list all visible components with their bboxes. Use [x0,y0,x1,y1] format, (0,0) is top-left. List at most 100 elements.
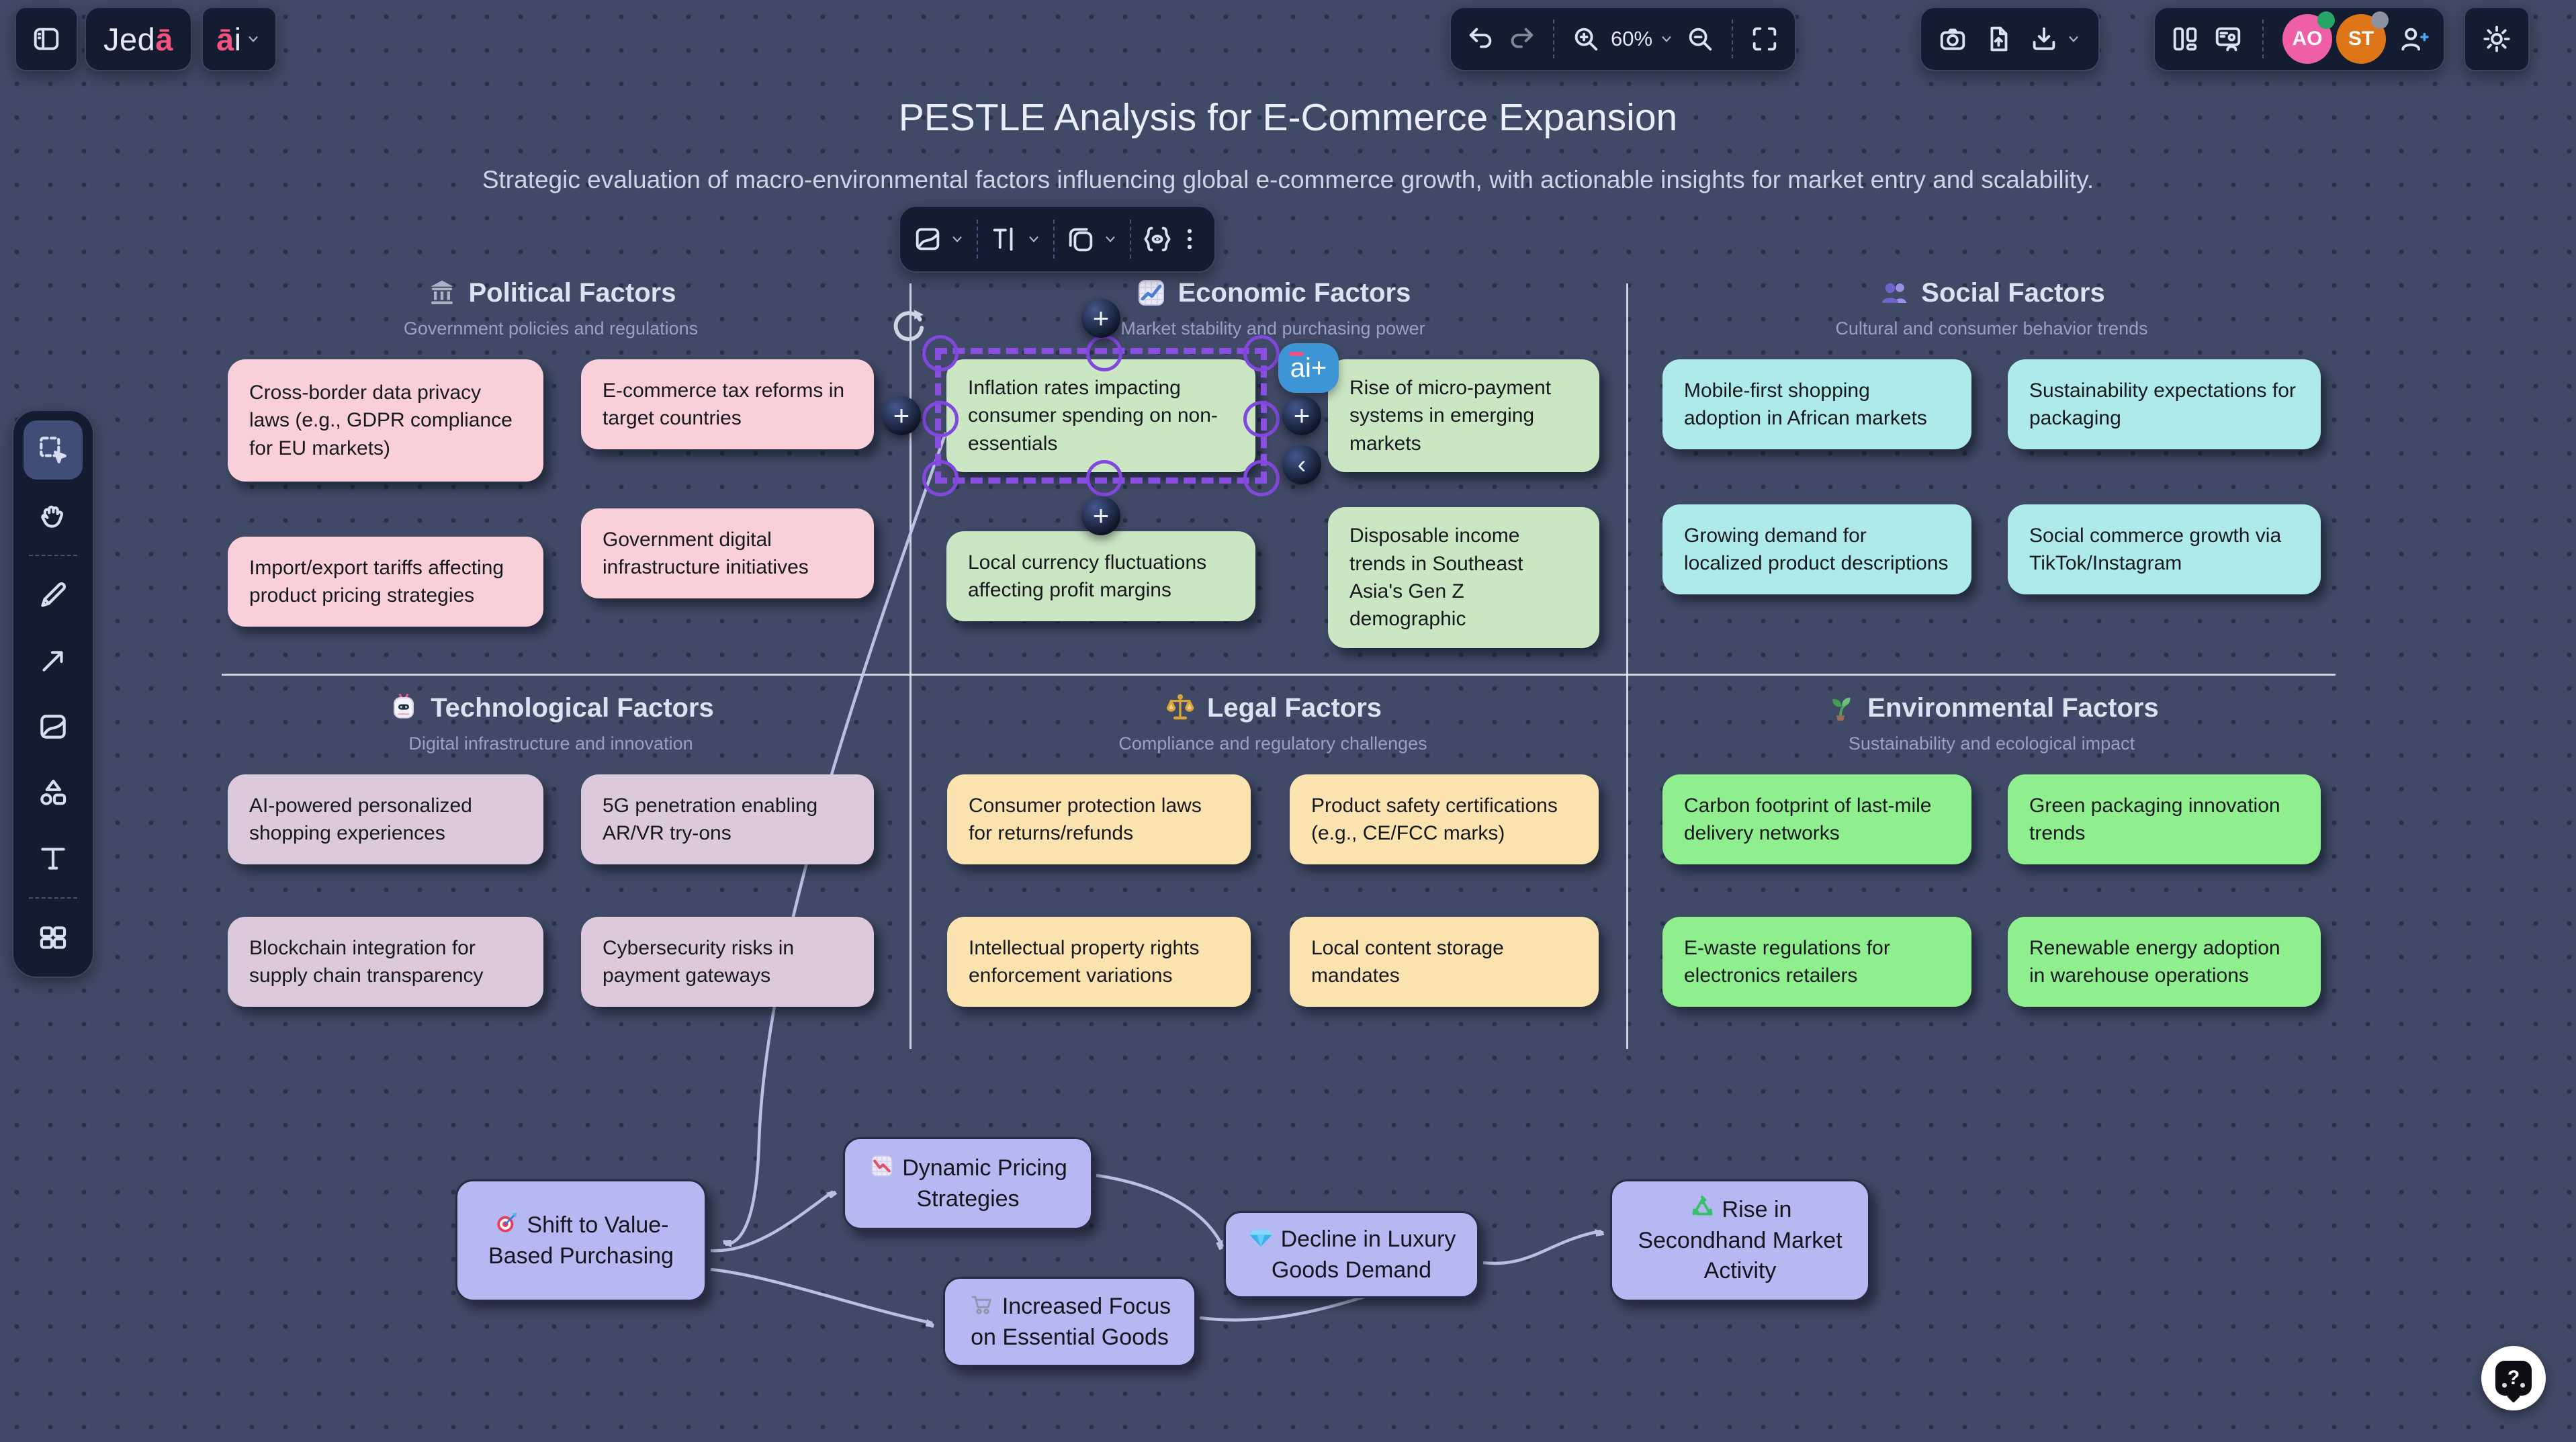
section-technological: Technological Factors Digital infrastruc… [202,692,900,1007]
section-title: Legal Factors [1206,692,1382,723]
ai-menu-button[interactable]: āi [202,7,277,71]
download-dropdown[interactable] [2029,24,2082,54]
sidebar-divider [29,555,77,556]
flow-node-luxury-decline[interactable]: Decline in Luxury Goods Demand [1224,1211,1479,1298]
undo-icon[interactable] [1466,24,1497,54]
flow-node-secondhand-rise[interactable]: Rise in Secondhand Market Activity [1610,1179,1870,1302]
boards-icon[interactable] [2170,24,2201,54]
flow-node-label: Decline in Luxury Goods Demand [1243,1224,1460,1286]
text-tool[interactable] [24,829,83,888]
more-options-icon[interactable] [1177,226,1202,252]
add-node-button[interactable]: + [1081,496,1120,536]
chevron-down-icon [1025,230,1042,248]
fit-screen-icon[interactable] [1749,24,1780,54]
add-node-button[interactable]: + [1282,396,1321,436]
sidebar-divider [29,897,77,899]
section-title: Political Factors [468,277,676,308]
target-icon [493,1210,520,1236]
present-icon[interactable] [2213,24,2244,54]
avatar[interactable]: AO [2282,11,2335,64]
sticky-note[interactable]: Local currency fluctuations affecting pr… [946,531,1255,622]
apps-tool[interactable] [24,908,83,967]
sticky-note-selected[interactable]: Inflation rates impacting consumer spend… [946,359,1255,473]
arrow-tool[interactable] [24,631,83,690]
sticky-note[interactable]: AI-powered personalized shopping experie… [228,774,543,864]
share-file-icon[interactable] [1983,24,2014,54]
section-social: Social Factors Cultural and consumer beh… [1649,277,2334,594]
section-subtitle: Compliance and regulatory challenges [1118,733,1427,754]
pen-tool[interactable] [24,566,83,625]
gem-icon [1247,1224,1274,1251]
code-eye-icon[interactable] [1142,224,1173,255]
avatar-initials: ST [2348,28,2374,50]
sticky-note[interactable]: Mobile-first shopping adoption in Africa… [1662,359,1971,449]
sticky-note[interactable]: Blockchain integration for supply chain … [228,917,543,1007]
media-tool-dropdown[interactable] [912,224,966,255]
section-environmental: Environmental Factors Sustainability and… [1649,692,2334,1007]
bank-icon [426,277,458,309]
shapes-tool-dropdown[interactable] [1065,224,1119,255]
sticky-note[interactable]: Social commerce growth via TikTok/Instag… [2008,504,2321,594]
status-badge [2371,11,2389,29]
export-toolbar [1920,7,2100,71]
sticky-note[interactable]: E-waste regulations for electronics reta… [1662,917,1971,1007]
tool-sidebar [12,410,94,978]
sticky-note[interactable]: Green packaging innovation trends [2008,774,2321,864]
zoom-level-dropdown[interactable]: 60% [1611,27,1675,51]
sticky-note[interactable]: Government digital infrastructure initia… [581,508,874,598]
text-tool-dropdown[interactable] [989,224,1042,255]
floating-toolbar [899,206,1216,273]
sticky-note[interactable]: Sustainability expectations for packagin… [2008,359,2321,449]
add-node-button[interactable]: + [1081,299,1120,338]
sticky-note[interactable]: Cybersecurity risks in payment gateways [581,917,874,1007]
sticky-note[interactable]: Product safety certifications (e.g., CE/… [1290,774,1599,864]
ai-plus-badge[interactable]: ai+ [1278,343,1339,393]
apps-icon [36,921,70,954]
flow-node-essential-goods[interactable]: Increased Focus on Essential Goods [943,1277,1196,1367]
flow-node-dynamic-pricing[interactable]: Dynamic Pricing Strategies [843,1137,1093,1230]
add-node-button[interactable]: + [882,396,921,436]
sticky-note[interactable]: Renewable energy adoption in warehouse o… [2008,917,2321,1007]
chevron-down-icon [1658,30,1675,48]
toolbar-divider [1053,220,1055,259]
section-economic: Economic Factors Market stability and pu… [882,277,1605,648]
flow-node-shift[interactable]: Shift to Value-Based Purchasing [455,1179,707,1302]
shape-tool[interactable] [24,763,83,822]
toolbar-divider [1732,19,1734,58]
sticky-note[interactable]: Intellectual property rights enforcement… [947,917,1251,1007]
camera-icon[interactable] [1937,24,1968,54]
help-button[interactable]: ? [2481,1346,2546,1410]
sticky-note[interactable]: Rise of micro-payment systems in emergin… [1328,359,1599,473]
hand-icon [36,499,70,533]
zoom-out-icon[interactable] [1685,24,1716,54]
redo-icon[interactable] [1506,24,1537,54]
sticky-note[interactable]: 5G penetration enabling AR/VR try-ons [581,774,874,864]
zoom-in-icon[interactable] [1570,24,1601,54]
add-person-icon[interactable] [2398,24,2429,54]
sticky-note-tool[interactable] [24,697,83,756]
sticky-note[interactable]: Import/export tariffs affecting product … [228,537,543,627]
note-icon [36,710,70,743]
pan-tool[interactable] [24,486,83,545]
sticky-note[interactable]: Growing demand for localized product des… [1662,504,1971,594]
grid-divider-vertical [909,283,912,1049]
seedling-icon [1824,692,1857,724]
settings-button[interactable] [2464,7,2530,71]
select-tool[interactable] [24,420,83,480]
sticky-note[interactable]: Disposable income trends in Southeast As… [1328,507,1599,648]
sticky-note[interactable]: Local content storage mandates [1290,917,1599,1007]
sidebar-toggle-button[interactable] [15,7,78,71]
sticky-note[interactable]: E-commerce tax reforms in target countri… [581,359,874,449]
sticky-note[interactable]: Carbon footprint of last-mile delivery n… [1662,774,1971,864]
section-title: Social Factors [1921,277,2105,308]
collapse-button[interactable]: ‹ [1282,445,1321,485]
section-subtitle: Market stability and purchasing power [1120,318,1425,339]
sticky-note[interactable]: Consumer protection laws for returns/ref… [947,774,1251,864]
section-subtitle: Sustainability and ecological impact [1848,733,2135,754]
toolbar-divider [1553,19,1554,58]
logo-button[interactable]: Jedā [85,7,192,71]
sticky-note[interactable]: Cross-border data privacy laws (e.g., GD… [228,359,543,482]
avatar[interactable]: ST [2336,11,2389,64]
rotate-handle-icon[interactable] [887,306,929,347]
